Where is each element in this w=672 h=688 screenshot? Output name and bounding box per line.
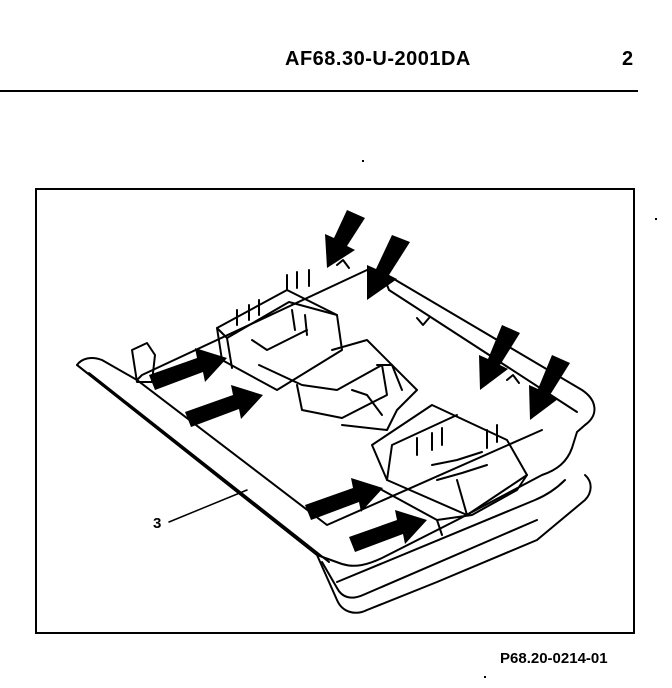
arrow-icon (305, 478, 383, 520)
header-rule (0, 90, 638, 92)
arrow-icon (325, 210, 365, 268)
arrow-icon (185, 385, 263, 427)
document-code: AF68.30-U-2001DA (285, 48, 471, 70)
arrow-group (149, 210, 570, 552)
arrow-icon (479, 325, 520, 390)
tray-rim-inner (88, 372, 330, 563)
tray-outline (76, 269, 596, 567)
wall-clip (336, 259, 520, 384)
scan-speck (484, 676, 486, 678)
callout-label-3: 3 (153, 515, 162, 532)
arrow-icon (367, 235, 410, 300)
callout-leader (168, 489, 248, 523)
figure-reference: P68.20-0214-01 (500, 650, 608, 667)
rear-tab (131, 342, 156, 383)
technical-illustration (76, 210, 596, 614)
arrow-icon (149, 348, 227, 390)
page-number: 2 (622, 48, 634, 70)
center-rib-strip (331, 339, 418, 431)
arrow-icon (349, 510, 427, 552)
tray-front-lip (76, 364, 592, 614)
scan-speck (655, 218, 657, 220)
arrow-icon (529, 355, 570, 420)
scan-speck (362, 160, 364, 162)
figure-frame: 3 (35, 188, 635, 634)
tray-rim-line-2 (336, 479, 566, 583)
tray-floor-edge (136, 379, 543, 526)
tray-rim-line (321, 519, 538, 599)
